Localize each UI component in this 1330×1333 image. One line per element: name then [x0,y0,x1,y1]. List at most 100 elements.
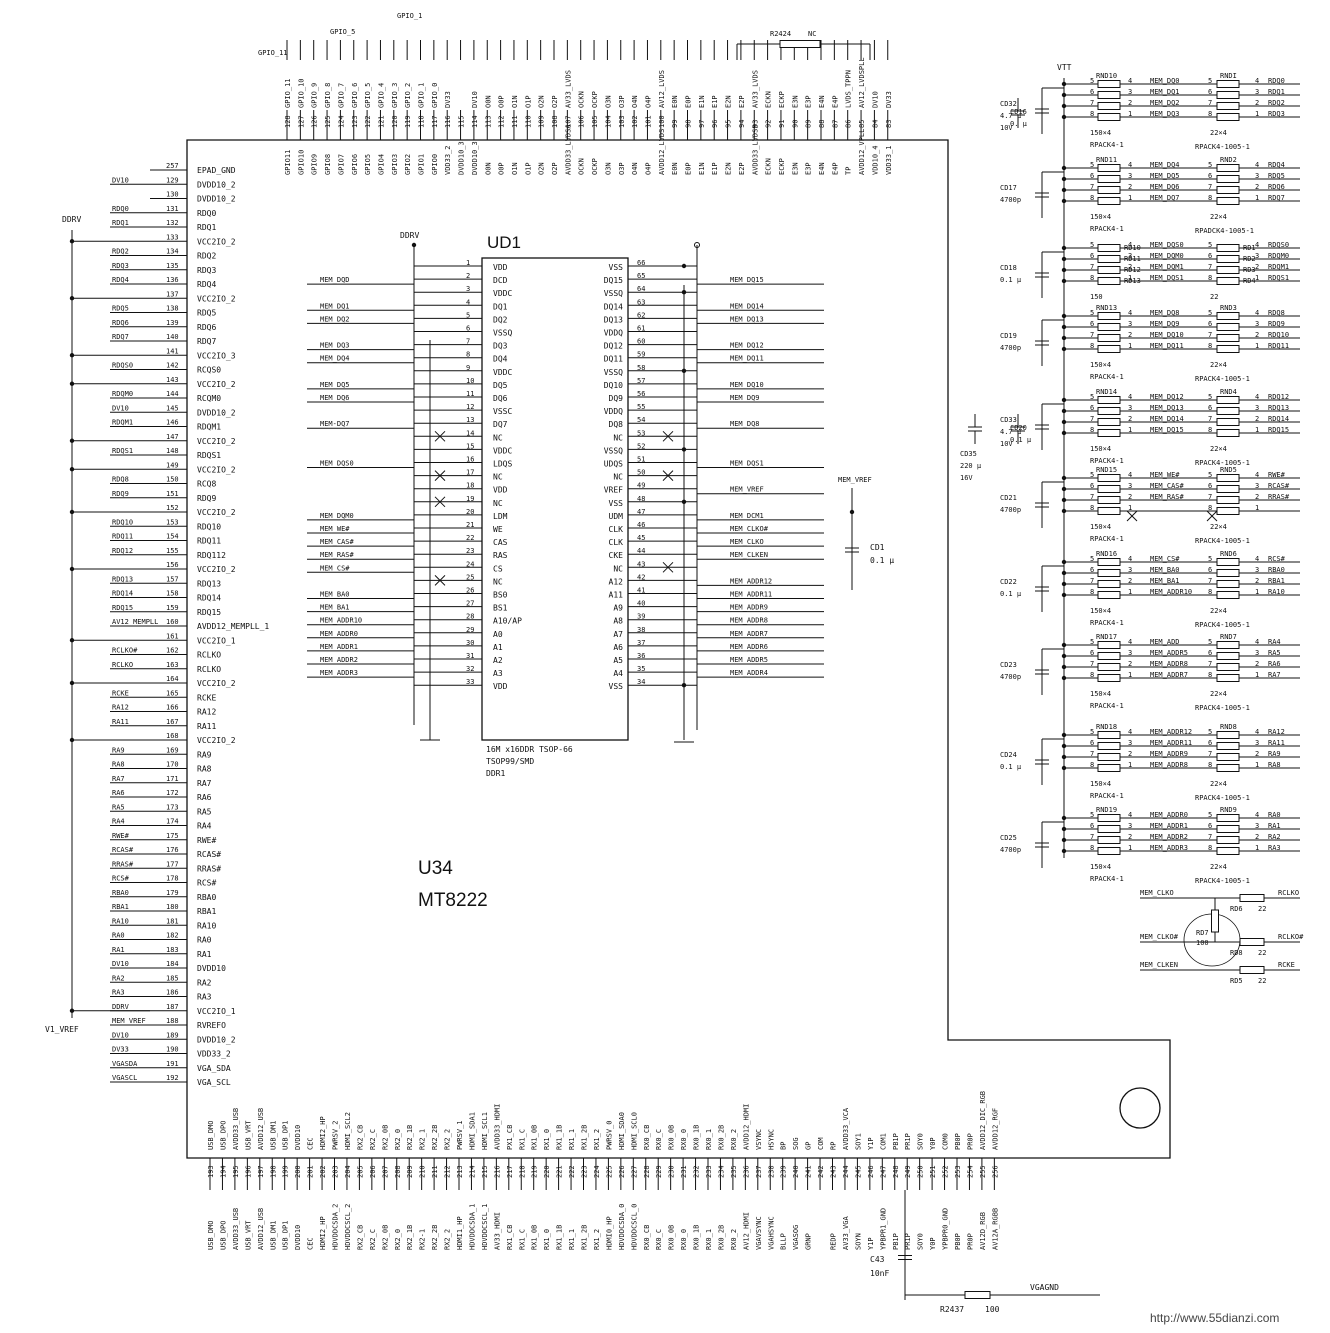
bottom-pin-signal: RX2_2 [444,1129,452,1150]
pin-num-left2: 2 [1128,415,1132,423]
rpack-mem-net: MEM_ADDR3 [1150,844,1188,852]
pin-num-right: 6 [1208,482,1212,490]
ddr-left-pin-signal: CS [493,564,503,573]
bottom-pin-number: 234 [717,1165,725,1178]
termination-resistor [1097,474,1121,482]
left-pin-number: 133 [166,233,179,241]
ddr-left-pin-number: 22 [466,534,474,542]
pin-num-right2: 4 [1255,77,1259,85]
rpack-right-value: 22×4 [1210,523,1227,531]
bottom-pin-number: 256 [991,1165,999,1178]
left-pin-signal: VGA_SCL [197,1078,231,1087]
series-resistor [1216,485,1240,493]
rpack-left-part: RPACK4-1 [1090,875,1124,883]
top-pin-net: GPIO_11 [284,78,292,108]
left-pin-number: 166 [166,704,179,712]
left-pin-net: RCS# [112,875,130,883]
pin-num-right: 7 [1208,750,1212,758]
left-pin-number: 163 [166,661,179,669]
left-pin-signal: RDQ112 [197,551,226,560]
left-pin-number: 147 [166,433,179,441]
top-pin-signal: AVDD12_VPLL [858,129,866,175]
left-pin-number: 180 [166,903,179,911]
termination-resistor [1097,569,1121,577]
ddr-right-pin-number: 44 [637,547,645,555]
pin-num-right: 7 [1208,833,1212,841]
sub-resistor-ref: RD4 [1243,277,1256,285]
pin-num-right: 8 [1208,588,1212,596]
pin-num-left: 6 [1090,404,1094,412]
left-pin-net: RA4 [112,818,125,826]
junction-dot [1061,765,1067,771]
pin-num-right2: 1 [1255,504,1259,512]
bottom-pin-number: 233 [705,1165,713,1178]
rpack-mem-net: MEM_DQ10 [1150,331,1184,339]
left-pin-net: RA5 [112,803,125,811]
left-pin-signal: RDQS1 [197,451,221,460]
termination-resistor [1097,164,1121,172]
bottom-pin-signal: RX0_2 [730,1129,738,1150]
bottom-pin-net: PR0P [966,1233,974,1250]
left-pin-signal: RDQ13 [197,579,221,588]
pin-num-right2: 4 [1255,393,1259,401]
left-pin-number: 176 [166,846,179,854]
series-resistor [1216,753,1240,761]
left-pin-net: DV10 [112,960,129,968]
left-pin-signal: RDQ7 [197,337,216,346]
cap3-value: 220 μ [960,462,982,470]
rpack-r-net: RA12 [1268,728,1285,736]
pin-num-left: 8 [1090,342,1094,350]
pin-num-right2: 1 [1255,761,1259,769]
pin-num-left2: 3 [1128,566,1132,574]
cap-ref: CD21 [1000,494,1017,502]
ddr-left-pin-signal: WE [493,525,503,534]
pin-num-left2: 3 [1128,649,1132,657]
ddr-right-pin-number: 49 [637,482,645,490]
top-pin-signal: DVDD10_3 [458,141,466,175]
pin-num-left2: 3 [1128,252,1132,260]
series-resistor [1216,652,1240,660]
pin-num-left2: 1 [1128,426,1132,434]
series-resistor [1216,186,1240,194]
pin-num-left: 8 [1090,194,1094,202]
left-pin-signal: RDQ6 [197,323,216,332]
rpack-mem-net: MEM_DQ12 [1150,393,1184,401]
ddr-right-pin-number: 37 [637,639,645,647]
pin-num-left: 6 [1090,172,1094,180]
ddr-right-net: MEM_DQ13 [730,315,764,323]
ddr-package: 16M x16DDR TSOP-66 [486,745,573,754]
bottom-pin-number: 243 [830,1165,838,1178]
left-pin-net: RDQM0 [112,390,133,398]
rpack-left-part: RPACK4-1 [1090,702,1124,710]
top-pin-net: E2P [738,95,746,108]
ddr-left-pin-number: 26 [466,587,474,595]
left-pin-signal: RA5 [197,807,212,816]
top-pin-number: 94 [738,120,746,128]
bottom-pin-signal: PWRSV_2 [332,1120,340,1150]
bottom-pin-number: 211 [431,1165,439,1178]
rpack-left-value: 150×4 [1090,523,1111,531]
ddr-right-pin-signal: CKE [609,551,624,560]
ddr-right-pin-signal: VSS [609,499,624,508]
bottom-pin-signal: AVDD12_USB [257,1108,265,1150]
series-resistor [1216,277,1240,285]
ddr-left-pin-number: 20 [466,508,474,516]
bottom-pin-signal: HSYNC [767,1129,775,1150]
rpack-mem-net: MEM_DQ5 [1150,172,1180,180]
bottom-pin-net: RX2_2B [431,1225,439,1250]
left-pin-signal: RDQ4 [197,280,216,289]
left-pin-net: RDQ5 [112,305,129,313]
ddr-right-pin-signal: A7 [613,630,623,639]
top-pin-number: 122 [364,115,372,128]
pin-num-right2: 1 [1255,274,1259,282]
rpack-left-ref: RND11 [1096,156,1117,164]
rpack-left-value: 150×4 [1090,690,1111,698]
rpack-right-part: RPADCK4-1005-1 [1195,227,1254,235]
pin-num-right: 8 [1208,504,1212,512]
bottom-pin-net: HDVDDCSCL_2 [344,1204,352,1250]
top-pin-number: 92 [765,120,773,128]
top-pin-number: 90 [791,120,799,128]
ddr-right-pin-signal: DQ14 [604,302,623,311]
junction-dot [1061,81,1067,87]
